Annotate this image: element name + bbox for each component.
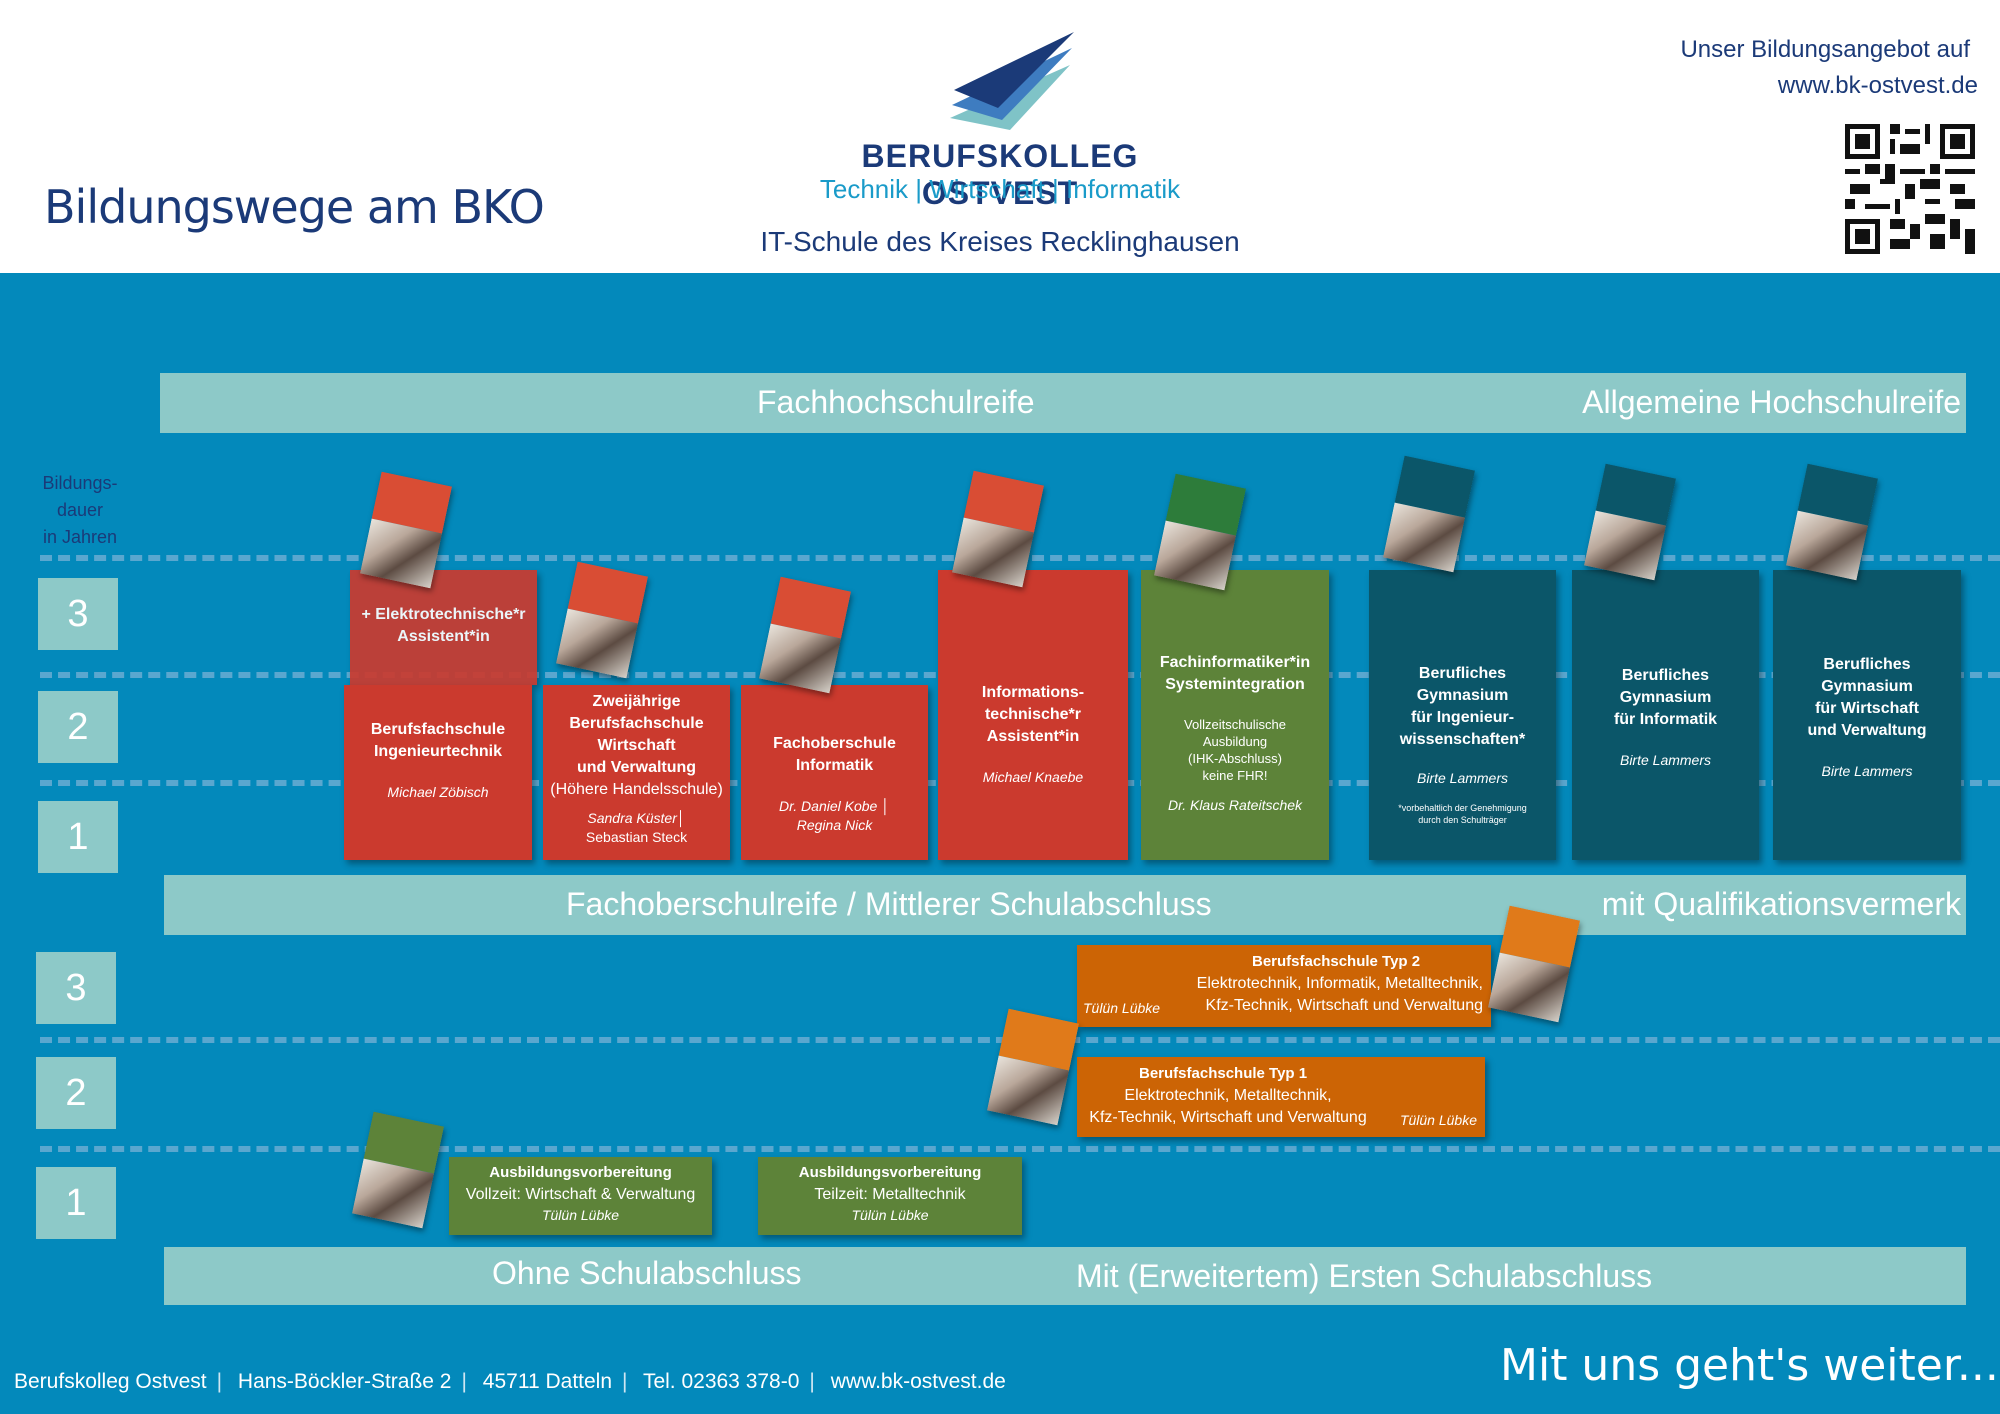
program-hoehere-handelsschule[interactable]: Zweijährige Berufsfachschule Wirtschaft … [543, 685, 730, 860]
contact-name: Birte Lammers [1821, 763, 1913, 779]
contact-name: Dr. Daniel Kobe │ [779, 798, 890, 814]
program-berufliches-gymnasium-ingenieurwissenschaften[interactable]: Berufliches Gymnasium für Ingenieur- wis… [1369, 570, 1556, 860]
contact-name: Birte Lammers [1619, 752, 1712, 768]
program-berufsfachschule-ingenieurtechnik[interactable]: Berufsfachschule Ingenieurtechnik Michae… [344, 685, 532, 860]
band-hochschulreife: Fachhochschulreife Allgemeine Hochschulr… [160, 373, 1966, 433]
brand-name: BERUFSKOLLEG OSTVEST [861, 138, 1139, 211]
year-marker: 2 [38, 691, 118, 763]
year-marker: 1 [38, 801, 118, 873]
duration-label: Bildungs- dauer in Jahren [42, 473, 118, 547]
year-marker: 3 [36, 952, 116, 1024]
footer-contact: Berufskolleg Ostvest| Hans-Böckler-Straß… [14, 1370, 1006, 1393]
contact-name: Tülün Lübke [541, 1207, 620, 1223]
program-berufsfachschule-typ-1[interactable]: Berufsfachschule Typ 1 Elektrotechnik, M… [1077, 1057, 1485, 1137]
footer-school-name: Berufskolleg Ostvest [14, 1370, 207, 1393]
brand-tagline: Technik | Wirtschaft | Informatik [819, 174, 1181, 204]
program-berufliches-gymnasium-informatik[interactable]: Berufliches Gymnasium für Informatik Bir… [1572, 570, 1759, 860]
slogan: Mit uns geht's weiter... [1500, 1340, 1999, 1391]
year-marker: 1 [36, 1167, 116, 1239]
contact-name: Sebastian Steck [585, 829, 688, 845]
approval-note: *vorbehaltlich der Genehmigung [1398, 803, 1527, 813]
band-label-erster-schulabschluss: Mit (Erweitertem) Ersten Schulabschluss [1076, 1258, 1653, 1294]
program-fachinformatiker-systemintegration[interactable]: Fachinformatiker*in Systemintegration Vo… [1141, 570, 1329, 860]
header: Bildungswege am BKO BERUFSKOLLEG OSTVEST… [0, 0, 2000, 273]
page-title: Bildungswege am BKO [44, 180, 545, 234]
stacked-wing-logo-icon [950, 32, 1074, 130]
band-mittlerer-schulabschluss: Fachoberschulreife / Mittlerer Schulabsc… [164, 875, 1966, 935]
band-erster-schulabschluss: Ohne Schulabschluss Mit (Erweitertem) Er… [164, 1247, 1966, 1305]
contact-name: Tülün Lübke [1083, 1000, 1161, 1016]
program-informationstechnischer-assistent[interactable]: Informations- technische*r Assistent*in … [938, 570, 1128, 860]
year-marker: 2 [36, 1057, 116, 1129]
year-separator [40, 1146, 2000, 1152]
footer-website-link[interactable]: www.bk-ostvest.de [830, 1370, 1006, 1393]
footer-address: Hans-Böckler-Straße 2 [237, 1370, 452, 1393]
contact-name: Regina Nick [796, 817, 873, 833]
band-label-qualifikationsvermerk: mit Qualifikationsvermerk [1601, 886, 1961, 922]
contact-name: Michael Zöbisch [387, 784, 489, 800]
contact-name: Michael Knaebe [982, 769, 1084, 785]
band-label-ohne-schulabschluss: Ohne Schulabschluss [492, 1255, 802, 1291]
band-label-allgemeine-hochschulreife: Allgemeine Hochschulreife [1582, 384, 1961, 420]
program-berufliches-gymnasium-wirtschaft[interactable]: Berufliches Gymnasium für Wirtschaft und… [1773, 570, 1961, 860]
qr-code-icon[interactable] [1845, 124, 1975, 254]
contact-name: Tülün Lübke [1399, 1112, 1477, 1128]
program-elektrotechnischer-assistent[interactable]: + Elektrotechnische*r Assistent*in [350, 570, 537, 685]
contact-name: Sandra Küster│ [587, 810, 686, 826]
footer-city: 45711 Datteln [482, 1370, 613, 1393]
contact-name: Birte Lammers [1416, 770, 1509, 786]
footer-phone: Tel. 02363 378-0 [642, 1370, 800, 1393]
program-ausbildungsvorbereitung-teilzeit[interactable]: Ausbildungsvorbereitung Teilzeit: Metall… [758, 1157, 1022, 1235]
band-label-fachoberschulreife: Fachoberschulreife / Mittlerer Schulabsc… [566, 886, 1212, 922]
year-marker: 3 [38, 578, 118, 650]
website-link[interactable]: www.bk-ostvest.de [1777, 72, 1978, 99]
offer-text: Unser Bildungsangebot auf [1680, 36, 1970, 63]
approval-note: durch den Schulträger [1418, 815, 1507, 825]
program-berufsfachschule-typ-2[interactable]: Berufsfachschule Typ 2 Elektrotechnik, I… [1077, 945, 1491, 1027]
school-subtitle: IT-Schule des Kreises Recklinghausen [760, 226, 1240, 257]
contact-name: Dr. Klaus Rateitschek [1167, 797, 1303, 813]
contact-name: Tülün Lübke [851, 1207, 929, 1223]
program-ausbildungsvorbereitung-vollzeit[interactable]: Ausbildungsvorbereitung Vollzeit: Wirtsc… [449, 1157, 712, 1235]
band-label-fachhochschulreife: Fachhochschulreife [757, 384, 1035, 420]
program-fachoberschule-informatik[interactable]: Fachoberschule Informatik Dr. Daniel Kob… [741, 685, 928, 860]
